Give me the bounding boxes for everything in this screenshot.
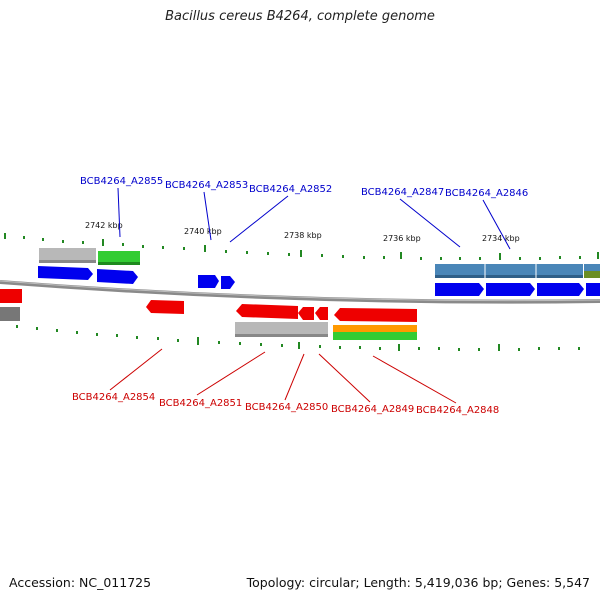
forward-gene[interactable] [97,269,138,284]
forward-gene[interactable] [221,276,235,289]
lower-tick-row [16,325,580,351]
scale-label: 2734 kbp [482,234,520,243]
upper-features [38,248,600,296]
scale-label: 2738 kbp [284,231,322,240]
reverse-gene[interactable] [0,289,22,303]
gene-label-forward[interactable]: BCB4264_A2847 [361,187,444,198]
forward-gene[interactable] [486,283,535,296]
olive-feature[interactable] [584,271,600,278]
genome-backbone [0,280,600,304]
gene-label-reverse[interactable]: BCB4264_A2850 [245,402,328,413]
forward-gene[interactable] [435,283,484,296]
reverse-gene[interactable] [298,307,314,320]
forward-gene[interactable] [537,283,584,296]
gray-feature[interactable] [0,307,20,321]
scale-label: 2742 kbp [85,221,123,230]
lower-features [0,289,417,340]
reverse-gene[interactable] [146,300,184,314]
orange-feature[interactable] [333,325,417,332]
gene-label-reverse[interactable]: BCB4264_A2848 [416,405,499,416]
steelblue-feature[interactable] [435,264,583,278]
forward-gene[interactable] [198,275,219,288]
gene-label-reverse[interactable]: BCB4264_A2849 [331,404,414,415]
gray-feature[interactable] [235,322,328,337]
gray-feature[interactable] [39,248,96,263]
reverse-gene[interactable] [236,304,298,319]
leader-lines-top [117,187,511,250]
scale-label: 2736 kbp [383,234,421,243]
genome-summary-text: Topology: circular; Length: 5,419,036 bp… [246,575,590,590]
scale-label: 2740 kbp [184,227,222,236]
forward-gene[interactable] [38,266,93,280]
gene-label-forward[interactable]: BCB4264_A2846 [445,188,528,199]
green-feature[interactable] [98,251,140,265]
gene-label-forward[interactable]: BCB4264_A2853 [165,180,248,191]
leader-lines-bottom [109,348,457,404]
accession-text: Accession: NC_011725 [9,575,152,590]
map-title: Bacillus cereus B4264, complete genome [165,9,435,24]
gene-label-forward[interactable]: BCB4264_A2852 [249,184,332,195]
green-feature[interactable] [333,332,417,340]
reverse-gene[interactable] [315,307,328,320]
upper-tick-row [4,233,599,260]
steelblue-feature[interactable] [584,264,600,272]
gene-label-reverse[interactable]: BCB4264_A2854 [72,392,155,403]
reverse-gene[interactable] [334,308,417,322]
gene-label-forward[interactable]: BCB4264_A2855 [80,176,163,187]
gene-label-reverse[interactable]: BCB4264_A2851 [159,398,242,409]
forward-gene[interactable] [586,283,600,296]
